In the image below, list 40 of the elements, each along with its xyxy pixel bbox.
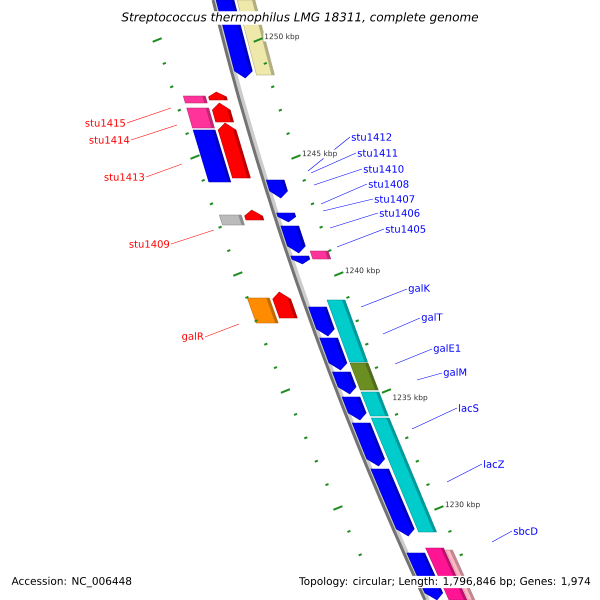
leader-line <box>394 348 432 364</box>
leader-line <box>126 108 172 124</box>
gene-label: galE1 <box>434 344 460 354</box>
gene-label: stu1406 <box>380 209 420 217</box>
gene-label: stu1411 <box>358 149 398 157</box>
leader-line <box>314 168 362 186</box>
leader-line <box>320 184 368 204</box>
leader-line <box>382 318 420 334</box>
leader-line <box>360 288 408 308</box>
gene-label: stu1409 <box>129 240 170 248</box>
leader-line <box>330 212 378 228</box>
leader-line <box>310 152 356 174</box>
gene-label: stu1413 <box>104 173 144 181</box>
gene-label: lacZ <box>484 460 504 468</box>
leader-line <box>322 198 374 212</box>
gene-label: stu1405 <box>386 225 426 233</box>
leader-line <box>130 124 178 140</box>
leader-line <box>446 464 482 482</box>
gene-label: stu1410 <box>364 165 404 173</box>
gene-label: galT <box>422 313 443 323</box>
footer-text: Accession: NC_006448 <box>12 576 132 588</box>
leader-line <box>204 324 240 338</box>
gene-label: stu1415 <box>85 119 125 127</box>
gene-label: stu1414 <box>89 136 130 144</box>
gene-label: galR <box>182 332 204 342</box>
footer-text: Topology: circular; Length: 1,796,846 bp; Genes: 1,974 <box>298 576 592 588</box>
title: Streptococcus thermophilus LMG 18311, complete genome <box>120 11 480 25</box>
leader-line <box>170 230 214 244</box>
gene-label: stu1412 <box>352 133 392 141</box>
leader-line <box>416 372 442 380</box>
gene-label: galM <box>444 368 466 378</box>
leader-line <box>146 164 182 178</box>
gene-label: sbcD <box>514 527 538 535</box>
gene-label: stu1407 <box>374 195 414 203</box>
gene-label: lacS <box>459 404 478 412</box>
gene-label: stu1408 <box>368 180 408 188</box>
leader-line <box>412 408 458 430</box>
gene-label: galK <box>408 284 430 294</box>
leader-line <box>492 530 512 542</box>
leader-line <box>336 228 384 248</box>
